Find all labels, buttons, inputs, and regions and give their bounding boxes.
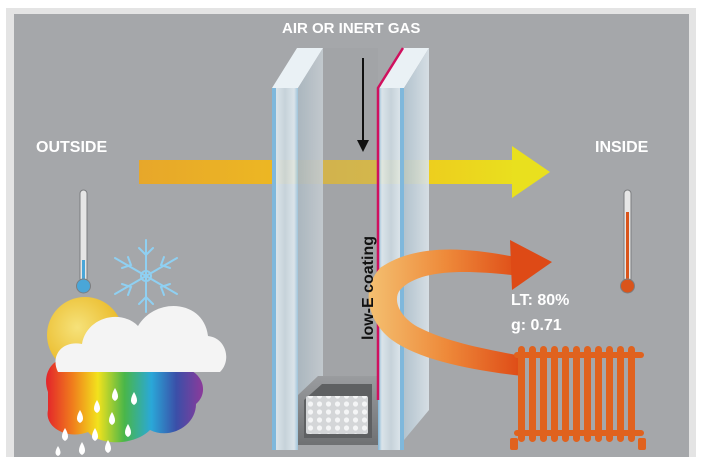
light-transmission-label: LT: 80%: [511, 292, 570, 309]
cold-thermometer-icon: [76, 189, 91, 294]
gas-cavity: [298, 48, 378, 420]
rain-icon: [55, 388, 137, 456]
inside-label: INSIDE: [595, 139, 649, 156]
outside-label: OUTSIDE: [36, 139, 108, 156]
light-arrow: [139, 146, 550, 198]
cloud-icon: [55, 305, 227, 372]
radiator-icon: [510, 346, 646, 450]
down-arrow-icon: [357, 58, 369, 152]
snowflake-icon: [114, 239, 178, 313]
heat-reflection-arrow: [368, 240, 552, 376]
inner-glass-pane: [378, 48, 429, 450]
coating-label: low-E coating: [360, 236, 377, 340]
solar-factor-label: g: 0.71: [511, 317, 562, 334]
spacer-bar: [298, 376, 378, 445]
warm-thermometer-icon: [620, 189, 635, 294]
gas-label: AIR OR INERT GAS: [282, 20, 421, 37]
outer-glass-pane: [272, 48, 323, 450]
